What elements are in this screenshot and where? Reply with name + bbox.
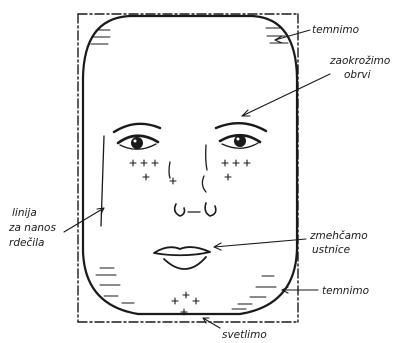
label-linija-line3: rdečila	[9, 237, 44, 249]
left-iris	[131, 137, 143, 149]
right-iris	[234, 135, 246, 147]
label-zaokrozimo-line1: zaokrožimo	[329, 55, 390, 67]
label-temnimo-bottom: temnimo	[322, 285, 369, 297]
right-eye-group	[216, 123, 266, 148]
label-svetlimo: svetlimo	[222, 329, 267, 341]
left-eyebrow	[114, 124, 160, 132]
face-outline	[83, 16, 297, 314]
mouth	[154, 247, 210, 269]
left-eye-group	[114, 124, 160, 149]
highlight-marks	[130, 160, 250, 315]
lower-lip	[164, 257, 206, 269]
label-linija-line1: linija	[12, 207, 37, 219]
nose-right-nostril	[205, 203, 216, 216]
nose-left-nostril	[175, 204, 185, 216]
shading-hatches	[91, 28, 288, 309]
label-zmehcamo-line2: ustnice	[312, 244, 350, 256]
label-zaokrozimo-line2: obrvi	[344, 69, 371, 81]
label-temnimo-top: temnimo	[312, 24, 359, 36]
upper-lip	[154, 247, 210, 255]
label-zmehcamo-line1: zmehčamo	[309, 230, 368, 242]
label-linija-line2: za nanos	[8, 222, 56, 234]
right-eyebrow	[216, 123, 266, 131]
